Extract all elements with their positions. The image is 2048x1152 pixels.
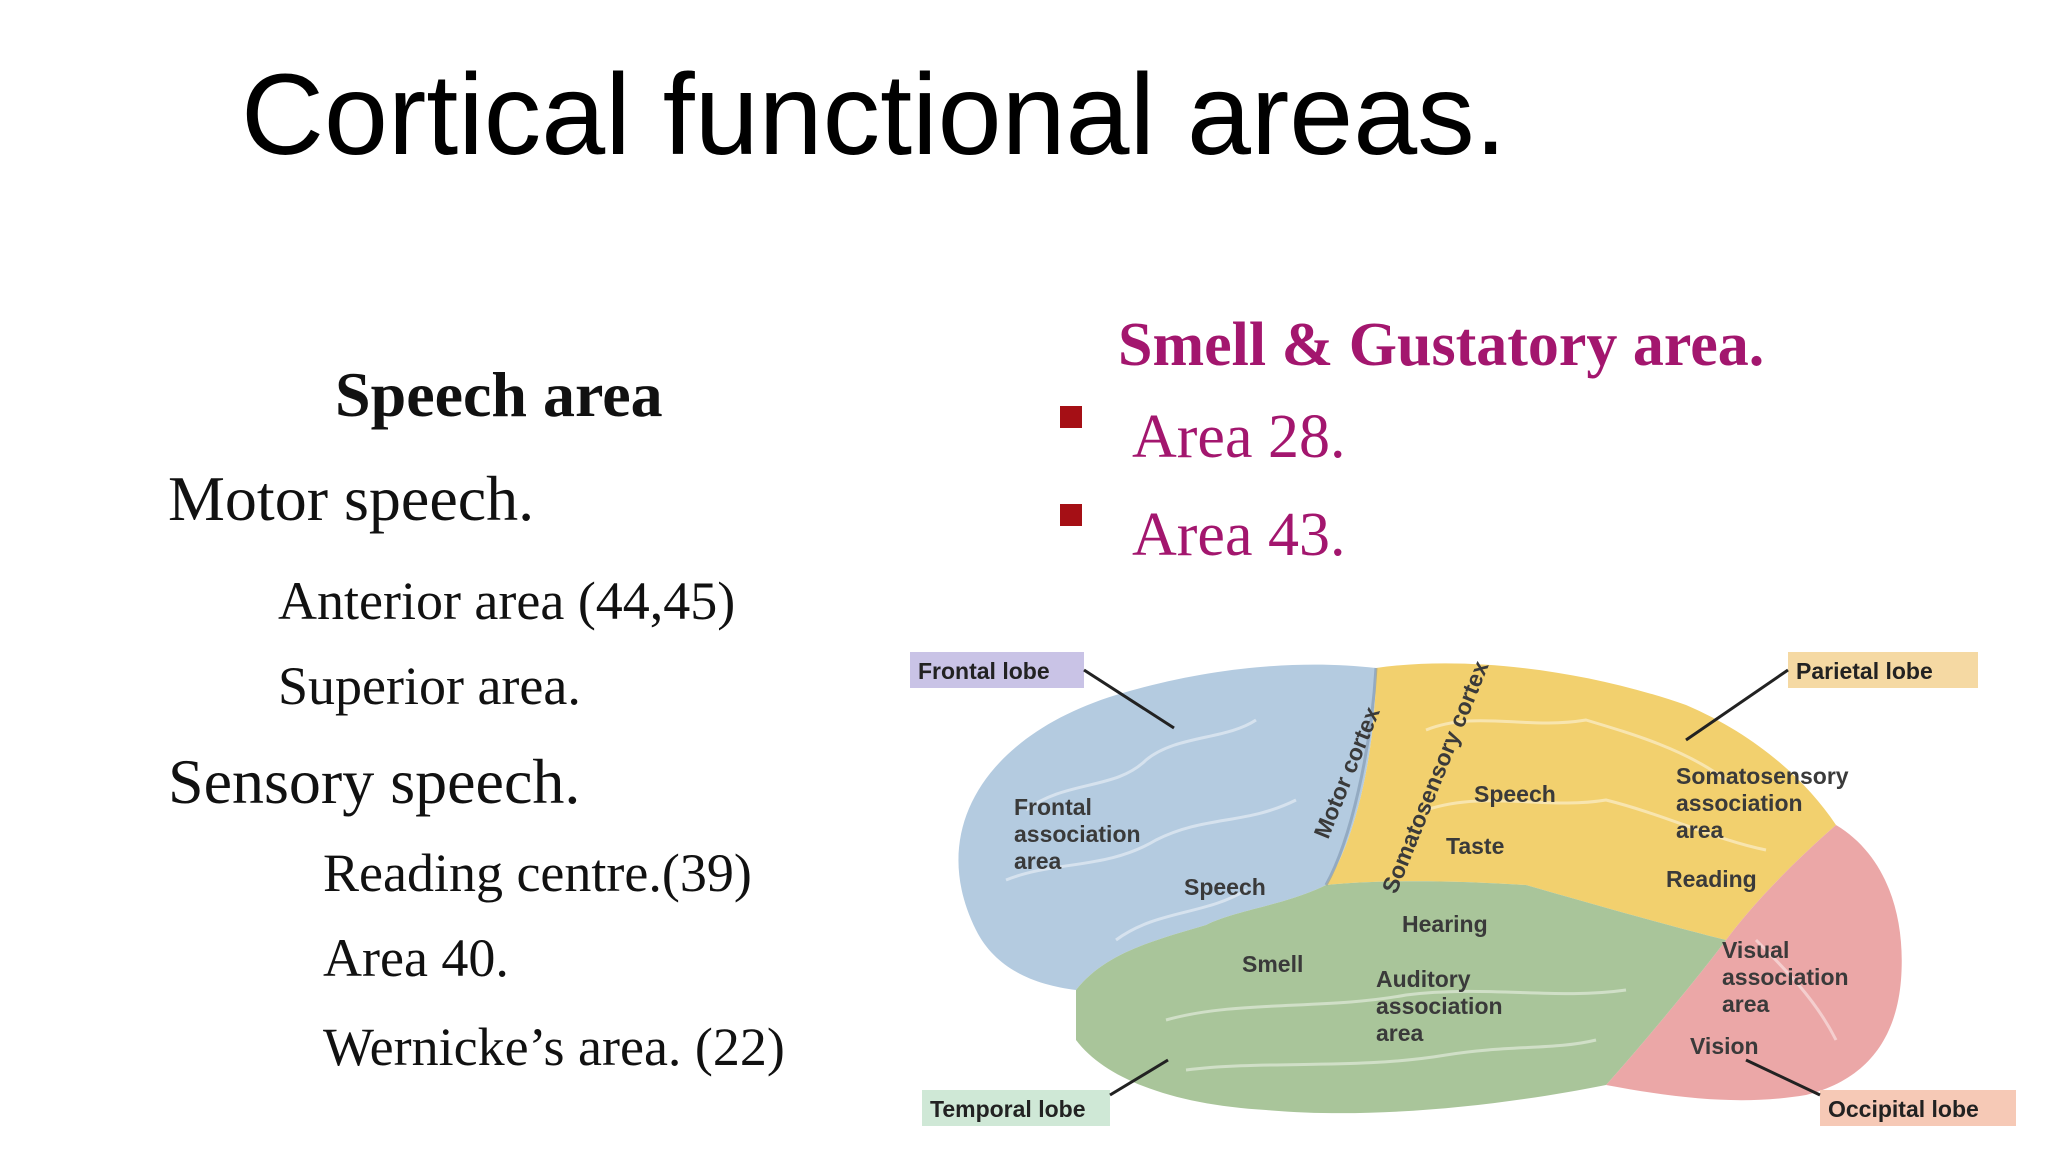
somatosensory-association-label: Somatosensory association area — [1676, 763, 1855, 843]
sensory-speech-label: Sensory speech. — [168, 746, 581, 817]
vision-label: Vision — [1690, 1033, 1759, 1059]
frontal-association-label: Frontal association area — [1014, 794, 1147, 874]
frontal-lobe-leader — [1083, 668, 1175, 730]
gyri-texture — [1005, 718, 1838, 1072]
square-bullet-icon — [1060, 406, 1082, 428]
visual-association-label: Visual association area — [1722, 937, 1855, 1017]
motor-speech-label: Motor speech. — [168, 463, 535, 534]
taste-label: Taste — [1446, 833, 1504, 859]
parietal-lobe-callout: Parietal lobe — [1796, 658, 1933, 684]
central-sulcus — [1324, 667, 1378, 886]
bullet-label: Area 28. — [1132, 403, 1346, 471]
frontal-lobe-region — [958, 664, 1376, 990]
occipital-lobe-callout: Occipital lobe — [1828, 1096, 1979, 1122]
sensory-speech-item: Wernicke’s area. (22) — [323, 1017, 785, 1077]
bullet-item: Area 43. — [1060, 500, 1345, 571]
frontal-lobe-tag — [910, 652, 1084, 688]
smell-gustatory-heading: Smell & Gustatory area. — [1118, 311, 1765, 379]
sensory-speech-item: Area 40. — [323, 928, 509, 988]
frontal-lobe-callout: Frontal lobe — [918, 658, 1050, 684]
parietal-lobe-tag — [1788, 652, 1978, 688]
motor-speech-item: Superior area. — [278, 656, 581, 716]
occipital-lobe-region — [1606, 825, 1902, 1101]
temporal-lobe-leader — [1109, 1058, 1169, 1097]
parietal-lobe-leader — [1685, 668, 1789, 742]
brain-diagram: Frontal lobe Parietal lobe Temporal lobe… — [910, 652, 2016, 1126]
occipital-lobe-leader — [1745, 1058, 1821, 1097]
parietal-lobe-region — [1326, 663, 1836, 940]
bullet-label: Area 43. — [1132, 501, 1346, 569]
temporal-lobe-region — [1076, 881, 1726, 1114]
square-bullet-icon — [1060, 504, 1082, 526]
temporal-lobe-callout: Temporal lobe — [930, 1096, 1086, 1122]
hearing-label: Hearing — [1402, 911, 1488, 937]
occipital-lobe-tag — [1820, 1090, 2016, 1126]
slide-title: Cortical functional areas. — [241, 51, 1507, 179]
reading-label: Reading — [1666, 866, 1757, 892]
speech-area-heading: Speech area — [335, 359, 663, 430]
speech-label-parietal: Speech — [1474, 781, 1556, 807]
bullet-item: Area 28. — [1060, 402, 1345, 473]
sensory-speech-item: Reading centre.(39) — [323, 843, 752, 903]
speech-label-frontal: Speech — [1184, 874, 1266, 900]
motor-speech-item: Anterior area (44,45) — [278, 571, 736, 631]
smell-label: Smell — [1242, 951, 1303, 977]
auditory-association-label: Auditory association area — [1376, 966, 1509, 1046]
temporal-lobe-tag — [922, 1090, 1110, 1126]
